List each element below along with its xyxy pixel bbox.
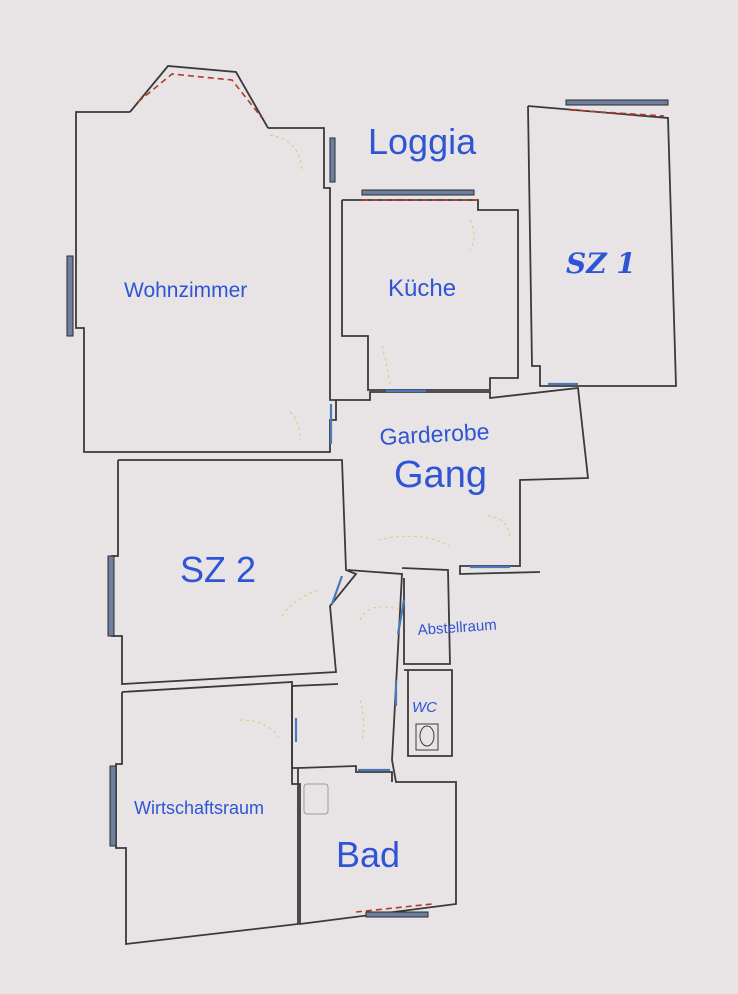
wall-abstellraum bbox=[401, 567, 451, 665]
window-wirtschaftsraum bbox=[109, 765, 117, 847]
label-garderobe: Garderobe bbox=[379, 418, 490, 450]
door-arc-6 bbox=[487, 515, 511, 541]
wall-sz1 bbox=[527, 105, 677, 387]
wall-kueche bbox=[341, 199, 519, 391]
label-sz1: SZ 1 bbox=[566, 247, 636, 280]
window-wohnzimmer-left bbox=[66, 255, 74, 337]
wall-wirtschaftsraum bbox=[115, 681, 299, 946]
window-loggia-side bbox=[329, 137, 336, 183]
door-arc-7 bbox=[281, 589, 319, 617]
window-bad-red bbox=[355, 903, 433, 913]
window-sz2 bbox=[107, 555, 115, 637]
door-mark-sz2 bbox=[330, 575, 344, 605]
label-bad: Bad bbox=[336, 834, 400, 875]
wall-wohnzimmer bbox=[75, 111, 337, 453]
window-wohnzimmer-bay-red bbox=[137, 73, 263, 119]
label-gang: Gang bbox=[394, 454, 487, 496]
door-arc-10 bbox=[239, 719, 281, 741]
door-arc-4 bbox=[381, 345, 391, 385]
window-kueche bbox=[361, 189, 475, 196]
label-wohnzimmer: Wohnzimmer bbox=[124, 279, 247, 302]
door-arc-1 bbox=[269, 134, 303, 171]
label-sz2: SZ 2 bbox=[180, 549, 256, 590]
door-arc-5 bbox=[377, 535, 451, 547]
window-sz1-red bbox=[569, 109, 665, 117]
label-wc: WC bbox=[412, 699, 437, 716]
door-arc-2 bbox=[469, 219, 475, 251]
toilet-icon bbox=[415, 723, 439, 751]
wall-gang bbox=[336, 387, 590, 575]
wall-bad bbox=[297, 765, 393, 782]
label-loggia: Loggia bbox=[368, 121, 477, 162]
door-mark-abstell-left bbox=[396, 599, 406, 635]
window-bad bbox=[365, 911, 429, 918]
door-arc-3 bbox=[289, 411, 301, 441]
window-wohnzimmer-bay bbox=[129, 65, 269, 129]
bathtub-icon bbox=[303, 783, 329, 815]
label-wirtschaftsraum: Wirtschaftsraum bbox=[134, 798, 264, 818]
wall-wc bbox=[404, 669, 453, 757]
door-arc-8 bbox=[359, 606, 401, 621]
label-kueche: Küche bbox=[388, 275, 456, 302]
window-sz1 bbox=[565, 99, 669, 106]
door-arc-9 bbox=[359, 699, 365, 741]
label-abstellraum: Abstellraum bbox=[417, 617, 497, 639]
